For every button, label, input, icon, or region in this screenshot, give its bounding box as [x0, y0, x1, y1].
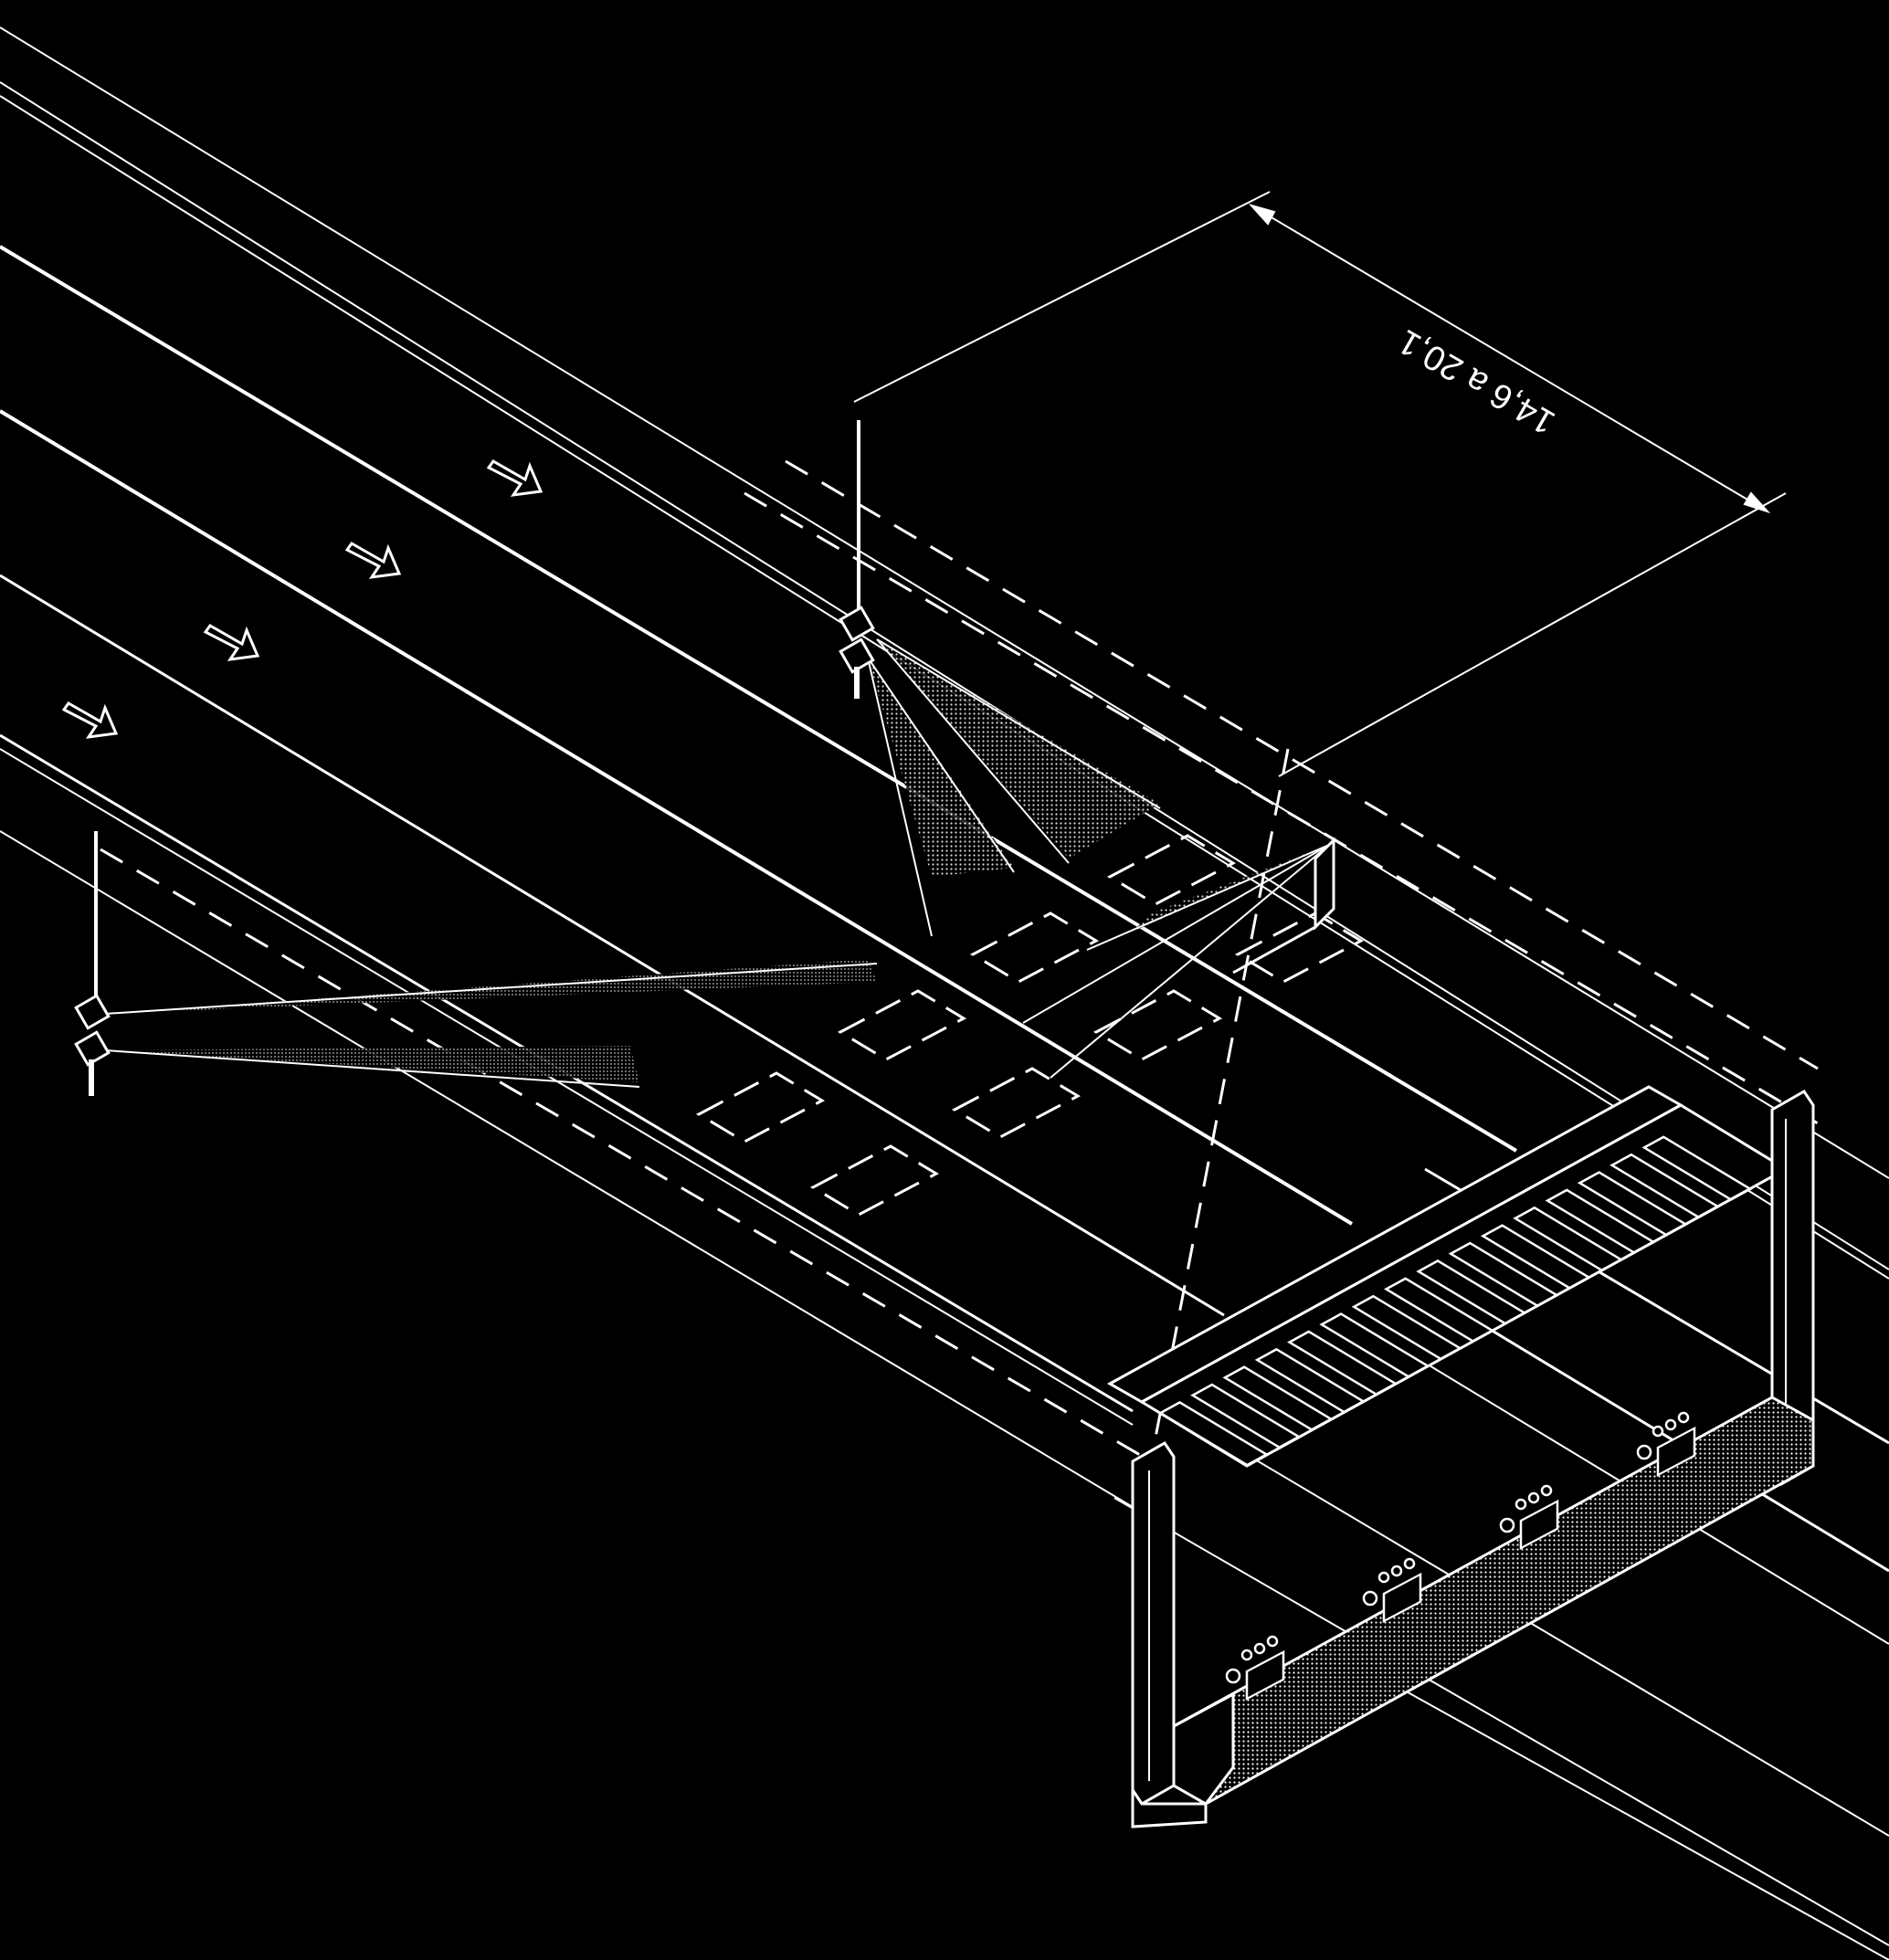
dimension-lines — [853, 191, 1787, 777]
roof-slat — [1351, 1294, 1462, 1361]
road-edge-line-6 — [0, 830, 1134, 1508]
arrowhead-upper — [1248, 204, 1276, 226]
toll-gantry — [1106, 1085, 1815, 1828]
detection-box — [951, 1067, 1082, 1139]
lane-line-lower-3 — [1196, 1424, 1889, 1837]
roof-slat — [1448, 1241, 1559, 1308]
dashed-line-lower — [100, 848, 1152, 1463]
signal-light-icon — [1664, 1418, 1677, 1431]
lane-line-lower-4 — [1113, 1497, 1889, 1946]
lane-line-1 — [0, 245, 1518, 1153]
signal-light-icon — [1527, 1491, 1540, 1504]
detection-box — [837, 989, 967, 1061]
gantry-sensor — [1232, 837, 1335, 975]
detection-box — [809, 1144, 940, 1217]
sensor-head-icon — [74, 1030, 111, 1067]
lane-signals — [1225, 1411, 1696, 1701]
roof-slat — [1190, 1383, 1302, 1449]
lane-signal — [1225, 1635, 1285, 1701]
signal-light-icon — [1225, 1668, 1241, 1684]
roof-slat — [1319, 1312, 1430, 1378]
beam-outlines — [104, 638, 1330, 1088]
road-lines — [0, 26, 1889, 1960]
gantry-roof-slats — [1157, 1135, 1753, 1467]
detection-box — [695, 1071, 826, 1143]
dimension-line — [1251, 205, 1768, 512]
lane-line-lower-5 — [1369, 1670, 1889, 1960]
extension-line-lower — [1278, 492, 1787, 777]
traffic-arrow-icon — [61, 701, 119, 739]
lane-signal — [1636, 1411, 1696, 1477]
traffic-arrow-icon — [344, 542, 402, 579]
signal-light-icon — [1377, 1571, 1390, 1584]
roof-slat — [1513, 1206, 1624, 1272]
lane-signal — [1499, 1484, 1559, 1550]
extension-line-upper — [853, 191, 1271, 403]
signal-light-icon — [1253, 1642, 1266, 1655]
sensor-head-icon — [839, 638, 875, 674]
beam-fan-lower-1 — [105, 959, 877, 1014]
roof-slat — [1383, 1277, 1495, 1343]
signal-light-icon — [1677, 1411, 1690, 1424]
signal-light-icon — [1540, 1484, 1553, 1497]
detection-box — [969, 912, 1100, 984]
roof-slat — [1287, 1330, 1398, 1396]
sensor-pole-lower — [74, 831, 111, 1096]
signal-light-icon — [1240, 1649, 1253, 1661]
roof-slat — [1577, 1171, 1689, 1237]
detection-box — [1092, 989, 1223, 1061]
sensor-head-icon — [839, 606, 875, 642]
signal-light-icon — [1266, 1635, 1279, 1648]
signal-light-icon — [1403, 1557, 1416, 1570]
signal-light-icon — [1362, 1590, 1378, 1607]
dashed-line-upper-2 — [785, 459, 1819, 1070]
dashed-cross-line — [1149, 748, 1290, 1462]
beam-fan-upper-2 — [877, 639, 1160, 859]
signal-light-icon — [1652, 1425, 1664, 1438]
roof-slat — [1254, 1347, 1366, 1414]
gantry-pillar-left — [1131, 1441, 1176, 1806]
roof-slat — [1222, 1365, 1334, 1431]
signal-light-icon — [1499, 1517, 1515, 1533]
detection-box — [1106, 834, 1237, 906]
lane-line-2 — [0, 409, 1354, 1226]
lane-signal — [1362, 1557, 1422, 1623]
roof-slat — [1641, 1135, 1753, 1201]
gantry-base-dark — [1172, 1691, 1235, 1806]
traffic-arrow-icon — [486, 459, 543, 497]
road-edge-line-1 — [0, 26, 1889, 1179]
gantry-front-beam — [1172, 1396, 1815, 1806]
road-edge-line-5 — [0, 748, 1134, 1426]
sensor-beams — [104, 638, 1330, 1088]
lane-line-3 — [0, 574, 1225, 1317]
gantry-roof-slats-area — [1139, 1103, 1789, 1468]
sensor-head-icon — [74, 994, 111, 1030]
road-edge-line-2 — [0, 81, 1889, 1270]
roof-slat — [1157, 1401, 1269, 1467]
sensor-pole-upper — [839, 420, 875, 699]
traffic-arrow-icon — [203, 624, 260, 661]
traffic-arrows — [61, 459, 543, 739]
detection-box — [1234, 912, 1365, 984]
roof-slat — [1609, 1153, 1721, 1219]
signal-light-icon — [1390, 1565, 1403, 1577]
arrowhead-lower — [1743, 491, 1771, 514]
signal-light-icon — [1636, 1444, 1652, 1460]
roof-slat — [1480, 1224, 1592, 1290]
roof-slat — [1545, 1188, 1656, 1255]
beam-fan-lower-2 — [105, 1046, 639, 1082]
roof-slat — [1416, 1259, 1527, 1325]
signal-light-icon — [1514, 1498, 1527, 1511]
gantry-base — [1131, 1786, 1208, 1828]
dashed-zone-lines — [100, 459, 1819, 1463]
detection-boxes — [695, 834, 1365, 1217]
